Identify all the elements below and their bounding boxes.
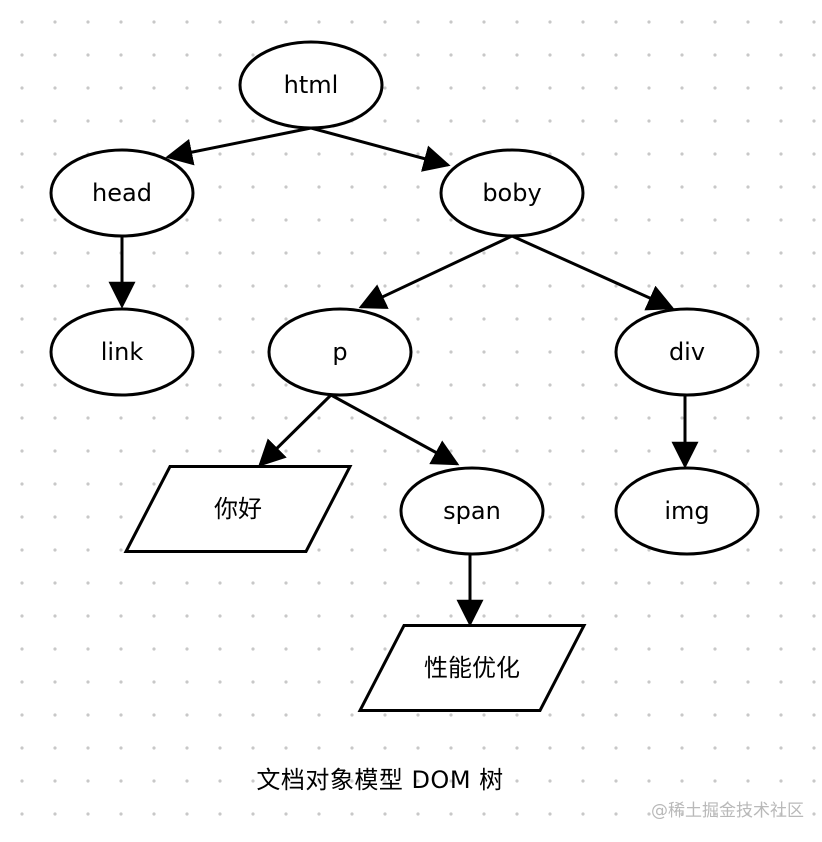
edge-html-to-head: [165, 126, 312, 166]
node-ellipse: [614, 466, 760, 556]
node-boby: boby: [439, 148, 585, 238]
node-html: html: [238, 40, 384, 130]
node-label-html: html: [284, 71, 339, 99]
node-ellipse: [439, 148, 585, 238]
node-xingneng: 性能优化: [357, 624, 587, 712]
node-label-nihao: 你好: [214, 495, 262, 523]
diagram-caption: 文档对象模型 DOM 树: [256, 766, 504, 794]
node-link: link: [49, 307, 195, 397]
watermark: @稀土掘金技术社区: [651, 801, 804, 821]
edge-p-to-span: [330, 393, 460, 466]
node-label-img: img: [664, 497, 709, 525]
edge-boby-to-div: [511, 234, 675, 311]
node-ellipse: [238, 40, 384, 130]
node-nihao: 你好: [123, 465, 353, 553]
node-label-head: head: [92, 179, 152, 207]
node-img: img: [614, 466, 760, 556]
node-parallelogram: [123, 465, 353, 553]
node-label-link: link: [101, 338, 144, 366]
node-span: span: [399, 466, 545, 556]
node-head: head: [49, 148, 195, 238]
node-ellipse: [399, 466, 545, 556]
node-p: p: [267, 307, 413, 397]
node-label-boby: boby: [482, 179, 541, 207]
node-label-div: div: [669, 338, 705, 366]
node-label-p: p: [332, 338, 347, 366]
node-ellipse: [49, 148, 195, 238]
edge-p-to-nihao: [258, 393, 333, 467]
node-div: div: [614, 307, 760, 397]
nodes-layer: html head boby link p div 你好 span img 性能优化: [49, 40, 760, 712]
node-parallelogram: [357, 624, 587, 712]
edge-html-to-boby: [310, 126, 451, 172]
node-ellipse: [49, 307, 195, 397]
node-ellipse: [267, 307, 413, 397]
node-ellipse: [614, 307, 760, 397]
edges-layer: [108, 126, 699, 627]
node-label-span: span: [443, 497, 501, 525]
node-label-xingneng: 性能优化: [424, 654, 520, 682]
edge-boby-to-p: [358, 234, 513, 309]
